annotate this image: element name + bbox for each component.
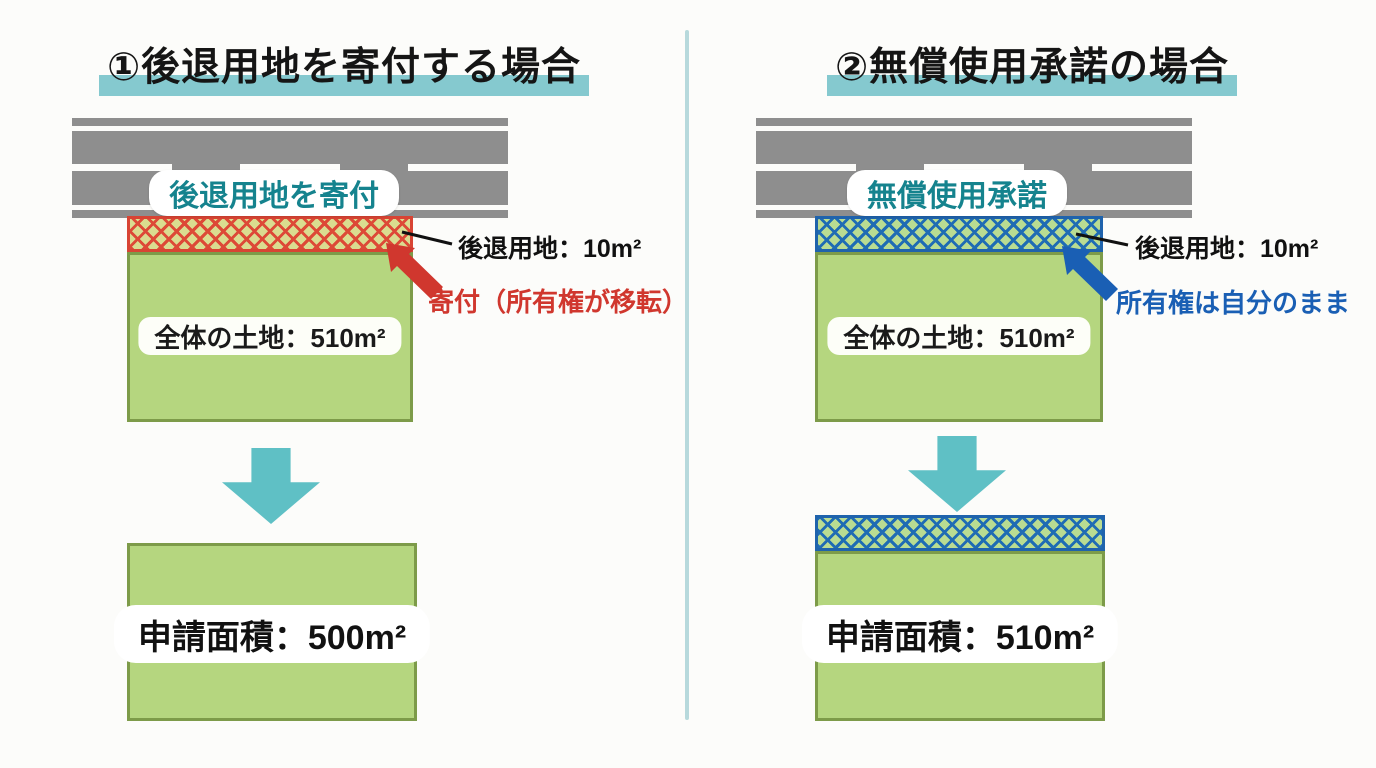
left-action-note: 寄付（所有権が移転） [428, 287, 689, 317]
left-road-label: 後退用地を寄付 [169, 180, 379, 213]
right-road-centerline [756, 164, 1192, 171]
left-flow-arrow-icon [222, 448, 320, 524]
right-panel-title: ②無償使用承諾の場合 [688, 44, 1376, 96]
left-setback-strip [127, 216, 413, 252]
panel-divider [685, 30, 689, 720]
right-total-parcel: 全体の土地：510m² [815, 252, 1103, 422]
right-road-shoulder-top [756, 118, 1192, 126]
left-road-centerline [72, 164, 508, 171]
right-result-area-label: 申請面積：510m² [825, 618, 1095, 657]
left-result-area-pill: 申請面積：500m² [113, 605, 431, 663]
left-setback-note: 後退用地：10m² [458, 235, 642, 263]
right-setback-strip [815, 216, 1103, 252]
right-panel-title-text: ②無償使用承諾の場合 [826, 46, 1238, 96]
left-panel-title: ①後退用地を寄付する場合 [0, 44, 688, 96]
right-road-label-pill: 無償使用承諾 [847, 170, 1067, 216]
right-action-note: 所有権は自分のまま [1116, 288, 1351, 318]
right-flow-arrow-icon [908, 436, 1006, 512]
left-result-parcel: 申請面積：500m² [113, 543, 431, 721]
left-total-area-label: 全体の土地：510m² [154, 322, 386, 353]
left-result-area-label: 申請面積：500m² [137, 618, 407, 657]
left-total-parcel: 全体の土地：510m² [127, 252, 413, 422]
left-panel-title-text: ①後退用地を寄付する場合 [98, 46, 590, 96]
right-total-area-pill: 全体の土地：510m² [827, 317, 1091, 355]
right-setback-note: 後退用地：10m² [1135, 235, 1319, 263]
right-result-area-pill: 申請面積：510m² [801, 605, 1119, 663]
left-road-shoulder-top [72, 118, 508, 126]
left-road-label-pill: 後退用地を寄付 [149, 170, 399, 216]
right-result-setback-strip [815, 515, 1105, 551]
left-total-area-pill: 全体の土地：510m² [138, 317, 402, 355]
right-result-parcel: 申請面積：510m² [801, 551, 1119, 721]
right-total-area-label: 全体の土地：510m² [843, 322, 1075, 353]
right-road-label: 無償使用承諾 [867, 180, 1047, 213]
